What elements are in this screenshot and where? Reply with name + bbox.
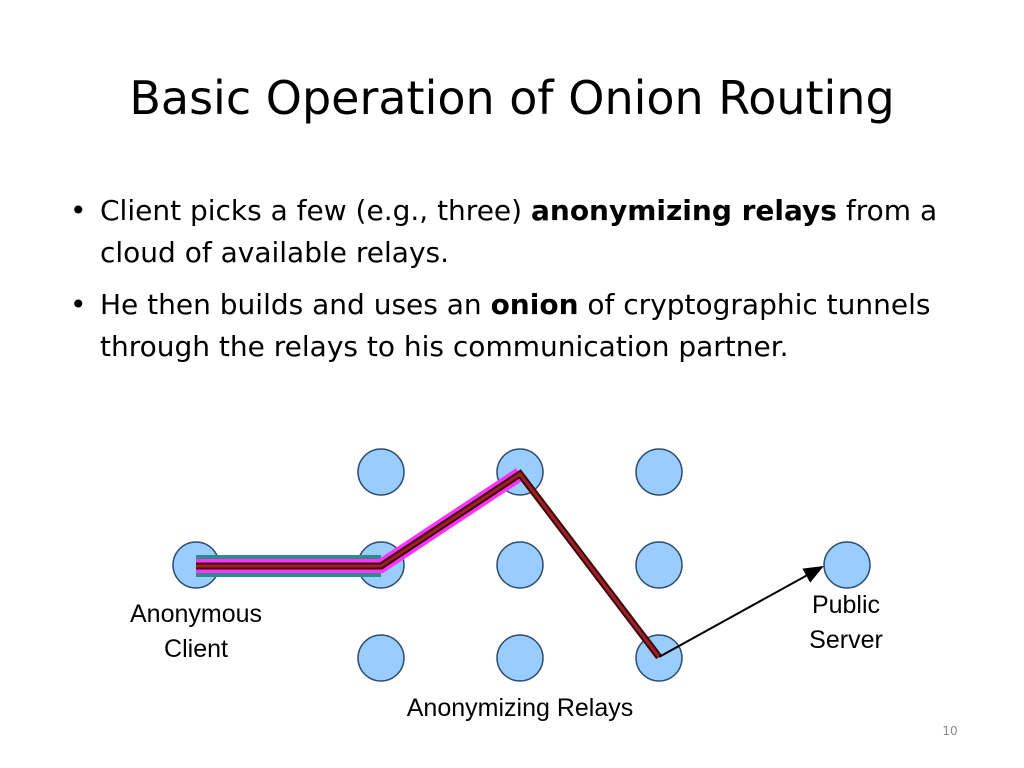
bullet-emphasis: anonymizing relays <box>530 194 837 227</box>
bullet-text: Client picks a few (e.g., three) <box>100 194 531 227</box>
relays-label: Anonymizing Relays <box>407 694 634 722</box>
relay-node <box>635 634 683 682</box>
relay-node <box>357 448 405 496</box>
relay-node <box>635 448 683 496</box>
tunnel-layer-inner <box>196 471 661 658</box>
bullet-item-1: • Client picks a few (e.g., three) anony… <box>70 190 950 274</box>
server-node <box>823 541 871 589</box>
server-label-line2: Server <box>809 626 883 654</box>
slide-title: Basic Operation of Onion Routing <box>129 71 895 125</box>
relay-node <box>635 541 683 589</box>
server-label-line1: Public <box>812 591 880 619</box>
relay-node <box>357 634 405 682</box>
bullet-item-2: • He then builds and uses an onion of cr… <box>70 284 950 368</box>
bullet-list: • Client picks a few (e.g., three) anony… <box>70 190 950 378</box>
bullet-emphasis: onion <box>490 288 579 321</box>
bullet-text: from a cloud of available relays. <box>100 194 938 269</box>
bullet-marker: • <box>70 288 87 321</box>
bullet-text: of cryptographic tunnels through the rel… <box>100 288 931 363</box>
relay-node <box>496 634 544 682</box>
bullet-marker: • <box>70 194 87 227</box>
bullet-text: He then builds and uses an <box>100 288 491 321</box>
relay-node <box>496 541 544 589</box>
client-label-line2: Client <box>164 635 228 663</box>
server-link-arrow <box>658 566 824 658</box>
tunnel-layer-outer <box>196 468 524 573</box>
client-label-line1: Anonymous <box>130 600 262 628</box>
page-number: 10 <box>942 724 958 738</box>
